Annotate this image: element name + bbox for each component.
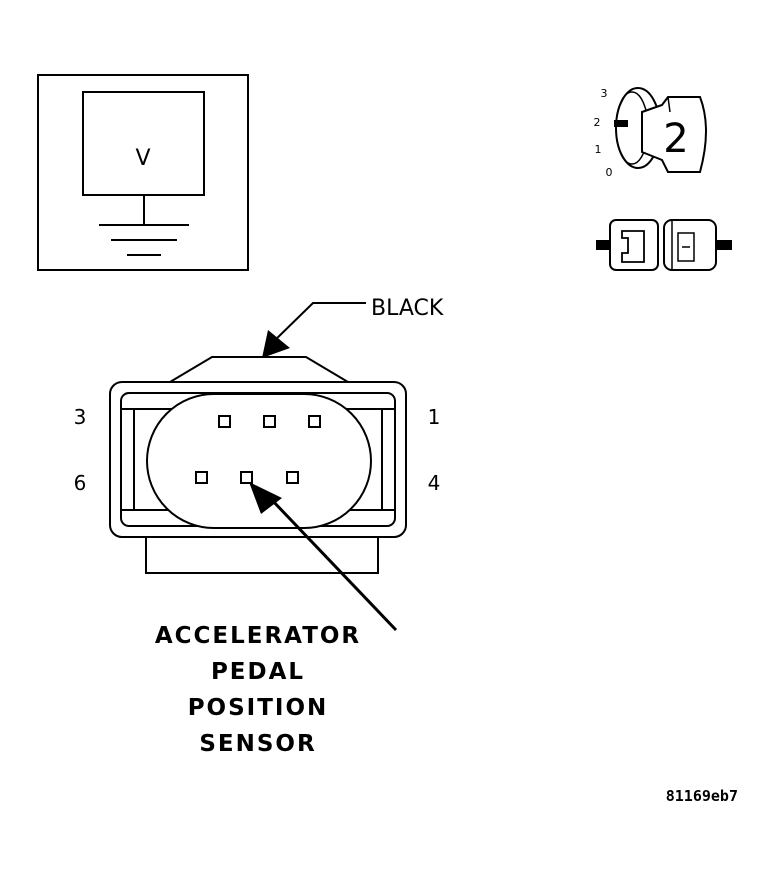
connector-plug-icon: [596, 219, 732, 271]
component-line-1: ACCELERATOR: [155, 623, 361, 649]
color-leader-line: [269, 302, 366, 346]
ground-icon: [99, 195, 189, 256]
pin-label-4: 4: [428, 471, 441, 495]
meter-symbol: V: [135, 146, 150, 171]
pin-cavity: [263, 415, 276, 428]
pin-label-3: 3: [74, 405, 87, 429]
component-line-2: PEDAL: [211, 659, 305, 685]
connector-face: BLACK 3 1 6 4: [74, 296, 444, 632]
pin-cavities: [195, 415, 321, 484]
component-line-3: POSITION: [188, 695, 329, 721]
pin-label-1: 1: [428, 405, 441, 429]
key-position-1: 1: [595, 143, 602, 156]
pin-cavity: [308, 415, 321, 428]
key-position-2: 2: [594, 116, 601, 129]
component-line-4: SENSOR: [199, 731, 316, 757]
pin-cavity: [286, 471, 299, 484]
key-position-0: 0: [606, 166, 613, 179]
connector-latch: [166, 356, 352, 383]
meter-box: [82, 91, 205, 196]
meter-frame: [37, 74, 249, 271]
component-name: ACCELERATOR PEDAL POSITION SENSOR: [155, 623, 361, 757]
pin-cavity: [195, 471, 208, 484]
pin-cavity: [240, 471, 253, 484]
figure-id: 81169eb7: [666, 787, 738, 805]
key-position-value: 2: [663, 116, 688, 162]
key-position-3: 3: [601, 87, 608, 100]
voltmeter-symbol: V: [37, 74, 249, 271]
connector-color-label: BLACK: [371, 296, 444, 321]
pin-cavity: [218, 415, 231, 428]
color-arrowhead: [262, 330, 290, 358]
pin-pointer-line: [268, 496, 398, 632]
pin-label-6: 6: [74, 471, 87, 495]
pin-pointer-arrowhead: [249, 482, 282, 514]
ignition-key-icon: 3 2 1 0 2: [594, 87, 707, 179]
